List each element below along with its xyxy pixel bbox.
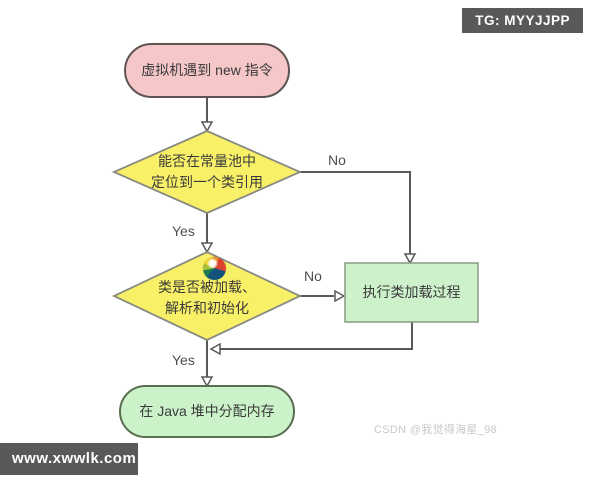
website-badge: www.xwwlk.com (0, 443, 138, 475)
csdn-watermark: CSDN @我觉得海星_98 (374, 424, 497, 436)
edge-label-decision2-yes: Yes (172, 352, 195, 368)
arrowheads (200, 121, 417, 388)
arrowhead-into-process-left (334, 289, 346, 303)
colorful-sphere-icon (203, 257, 226, 280)
edge-process-return (220, 322, 413, 350)
connectors (206, 97, 413, 377)
edge-label-decision1-yes: Yes (172, 223, 195, 239)
edge-decision1-no-to-process (300, 171, 411, 254)
arrowhead-into-end (200, 376, 214, 388)
edge-label-decision1-no: No (328, 152, 346, 168)
edge-label-decision2-no: No (304, 268, 322, 284)
arrowhead-into-decision2 (200, 242, 214, 254)
arrowhead-return-junction (209, 342, 221, 356)
telegram-badge: TG: MYYJJPP (462, 8, 583, 33)
arrowhead-into-process-top (403, 253, 417, 265)
decision1-node-shape (111, 130, 303, 214)
process-node-shape (344, 262, 479, 323)
decision2-node-shape (111, 251, 303, 341)
end-node-shape (119, 385, 295, 438)
arrowhead-into-decision1 (200, 121, 214, 133)
start-node-shape (124, 43, 290, 98)
